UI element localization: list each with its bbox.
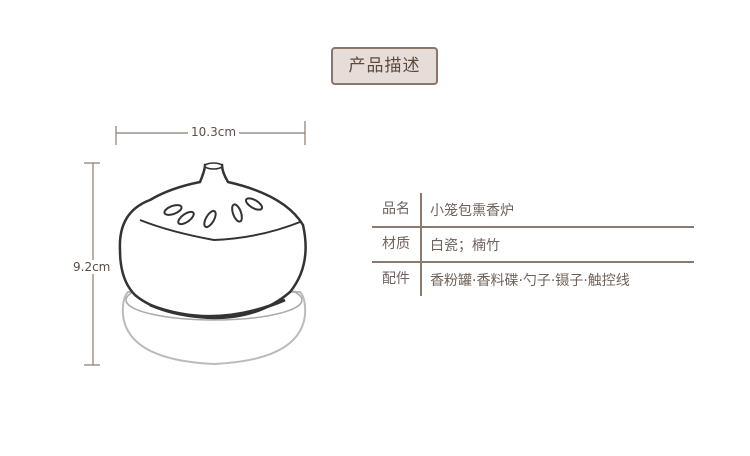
spec-row-name: 品名 小笼包熏香炉 xyxy=(372,193,694,226)
spec-value: 香粉罐·香料碟·勺子·镊子·触控线 xyxy=(430,272,630,289)
spec-row-accessories: 配件 香粉罐·香料碟·勺子·镊子·触控线 xyxy=(372,261,694,296)
spec-row-material: 材质 白瓷；楠竹 xyxy=(372,226,694,261)
spec-value: 小笼包熏香炉 xyxy=(430,202,514,219)
spec-table: 品名 小笼包熏香炉 材质 白瓷；楠竹 配件 香粉罐·香料碟·勺子·镊子·触控线 xyxy=(372,193,694,296)
incense-burner-illustration xyxy=(118,162,307,366)
spec-label: 配件 xyxy=(372,263,422,296)
section-title: 产品描述 xyxy=(331,47,438,85)
spec-value: 白瓷；楠竹 xyxy=(430,237,500,254)
width-dimension-label: 10.3cm xyxy=(188,125,240,139)
spec-label: 材质 xyxy=(372,228,422,261)
spec-label: 品名 xyxy=(372,193,422,226)
height-dimension-label: 9.2cm xyxy=(70,260,114,274)
